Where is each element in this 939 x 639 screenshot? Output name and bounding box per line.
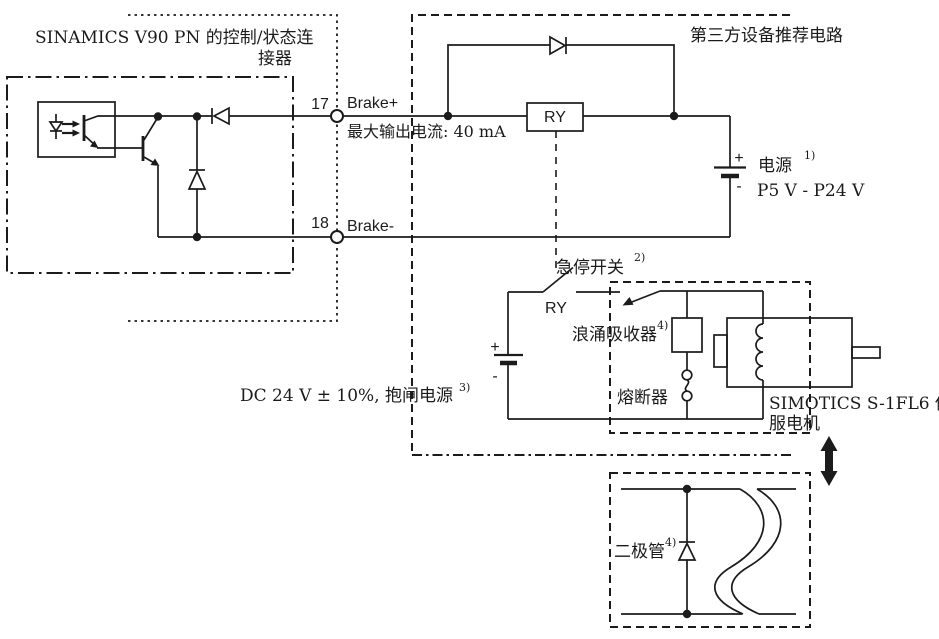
- pin-18-terminal: [330, 230, 344, 244]
- motor-dashed-box: [609, 281, 811, 434]
- labels: SINAMICS V90 PN 的控制/状态连 接器 第三方设备推荐电路 17 …: [35, 26, 939, 562]
- brake-power-circuit: [494, 266, 881, 420]
- relay-coil-box: [526, 102, 584, 132]
- relay-supply-circuit: [343, 35, 746, 271]
- connector-title-line2: 接器: [258, 49, 292, 69]
- cable-diode-dashed-box: [609, 472, 811, 628]
- brake-pad-block: [713, 334, 728, 368]
- surge-absorber-label: 浪涌吸收器: [572, 325, 657, 345]
- optocoupler-box: [37, 101, 116, 158]
- flyback-diode-symbol: [187, 116, 207, 237]
- supply-minus-sign: -: [736, 178, 741, 195]
- motor-shaft: [851, 346, 881, 359]
- pin-terminals: [330, 109, 344, 244]
- pin-18-number: 18: [311, 215, 329, 232]
- double-arrow-icon: [820, 436, 838, 486]
- surge-absorber-box: [671, 317, 703, 353]
- third-party-title: 第三方设备推荐电路: [690, 26, 843, 46]
- cable-curves: [714, 488, 782, 615]
- connector-region-dotted-box: [128, 14, 338, 322]
- pin-17-label: Brake+: [347, 95, 398, 112]
- motor-name-line2: 服电机: [769, 414, 820, 434]
- pin-18-label: Brake-: [347, 218, 394, 235]
- supply-label: 电源: [758, 156, 792, 176]
- supply-footnote: 1): [804, 149, 815, 162]
- brake-battery-minus-sign: -: [492, 368, 497, 385]
- junction-dots-right: [443, 111, 679, 121]
- pin-17-note: 最大输出电流: 40 mA: [347, 122, 506, 141]
- surge-absorber-footnote: 4): [657, 319, 668, 332]
- fuse-symbol: [681, 369, 693, 381]
- motor-name-line1: SIMOTICS S-1FL6 伺: [769, 394, 939, 414]
- phototransistor-symbol: [82, 115, 212, 149]
- brake-supply-label: DC 24 V ± 10%, 抱闸电源: [240, 386, 453, 406]
- relay-coil-label: RY: [544, 109, 566, 126]
- supply-battery-symbol: [714, 116, 746, 237]
- estop-contact-symbol: [622, 290, 661, 306]
- estop-footnote: 2): [634, 251, 645, 264]
- fuse-label: 熔断器: [617, 388, 668, 408]
- pin-17-number: 17: [311, 96, 329, 113]
- led-light-arrows-icon: [62, 120, 80, 137]
- junction-dots-left: [153, 112, 202, 242]
- brake-supply-footnote: 3): [459, 381, 470, 394]
- brake-battery-symbol: [494, 292, 523, 419]
- junction-dots-bottom: [682, 484, 692, 619]
- brake-coil-symbol: [755, 323, 764, 381]
- diode-label: 二极管: [614, 542, 665, 562]
- surge-fuse-branch: [671, 291, 703, 419]
- series-diode-symbol: [211, 106, 331, 126]
- relay-contact-blade: [542, 266, 574, 293]
- connector-title-line1: SINAMICS V90 PN 的控制/状态连: [35, 28, 313, 48]
- brake-battery-plus-sign: +: [490, 339, 499, 356]
- internal-circuit-dashdot-box: [6, 76, 294, 274]
- third-party-dashed-box: [411, 14, 790, 455]
- estop-label: 急停开关: [556, 258, 624, 278]
- optocoupler-circuit: [37, 101, 331, 242]
- protection-diode-symbol: [677, 489, 697, 614]
- supply-range: P5 V - P24 V: [757, 181, 865, 201]
- led-symbol: [48, 114, 64, 139]
- pin-17-terminal: [330, 109, 344, 123]
- supply-plus-sign: +: [734, 150, 743, 167]
- freewheel-diode-loop: [447, 35, 675, 116]
- region-boxes: [6, 14, 811, 628]
- diode-footnote: 4): [665, 536, 676, 549]
- cable-diode-circuit: [621, 484, 796, 619]
- relay-contact-label: RY: [545, 300, 567, 317]
- output-transistor-symbol: [141, 116, 160, 237]
- motor-body: [713, 291, 881, 419]
- motor-housing: [726, 317, 853, 388]
